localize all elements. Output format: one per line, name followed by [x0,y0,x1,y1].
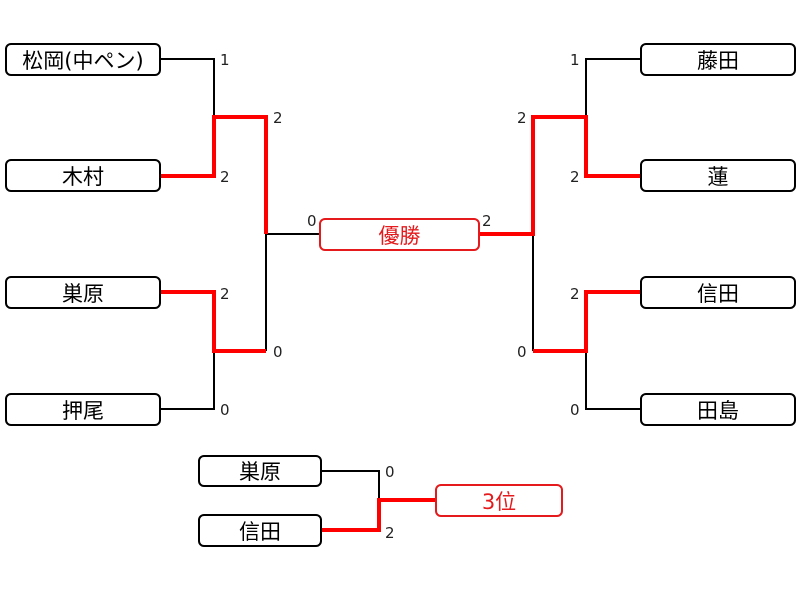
left-r1-win-3 [161,290,266,353]
left-r1-win-2 [161,115,268,234]
left-r1-line-4 [161,351,215,410]
right-r2-score-1: 2 [517,109,527,127]
champion-box: 優勝 [319,218,480,251]
left-r1-line-1 [161,58,215,117]
final-left-score: 0 [307,212,317,230]
third-place-box: 3位 [435,484,563,517]
right-r1-score-4: 0 [570,401,580,419]
third-score-1: 0 [385,463,395,481]
final-right-score: 2 [482,212,492,230]
third-win-2 [322,498,435,532]
left-r1-score-4: 0 [220,401,230,419]
left-player-3: 巣原 [5,276,161,309]
right-r2-score-2: 0 [517,343,527,361]
right-r1-win-3 [533,290,640,353]
right-r1-win-2 [480,115,640,236]
right-player-4: 田島 [640,393,796,426]
left-r1-score-1: 1 [220,51,230,69]
left-r1-score-2: 2 [220,168,230,186]
left-player-4: 押尾 [5,393,161,426]
right-r1-line-1 [585,58,640,117]
left-r2-score-2: 0 [273,343,283,361]
left-player-1: 松岡(中ペン) [5,43,161,76]
right-player-3: 信田 [640,276,796,309]
right-r1-score-2: 2 [570,168,580,186]
right-r1-line-4 [585,351,640,410]
left-player-2: 木村 [5,159,161,192]
third-player-2: 信田 [198,514,322,547]
right-player-1: 藤田 [640,43,796,76]
right-player-2: 蓮 [640,159,796,192]
third-score-2: 2 [385,524,395,542]
third-player-1: 巣原 [198,455,322,487]
left-r2-score-1: 2 [273,109,283,127]
left-r1-score-3: 2 [220,285,230,303]
third-line-1 [322,470,380,500]
right-r1-score-3: 2 [570,285,580,303]
right-r1-score-1: 1 [570,51,580,69]
